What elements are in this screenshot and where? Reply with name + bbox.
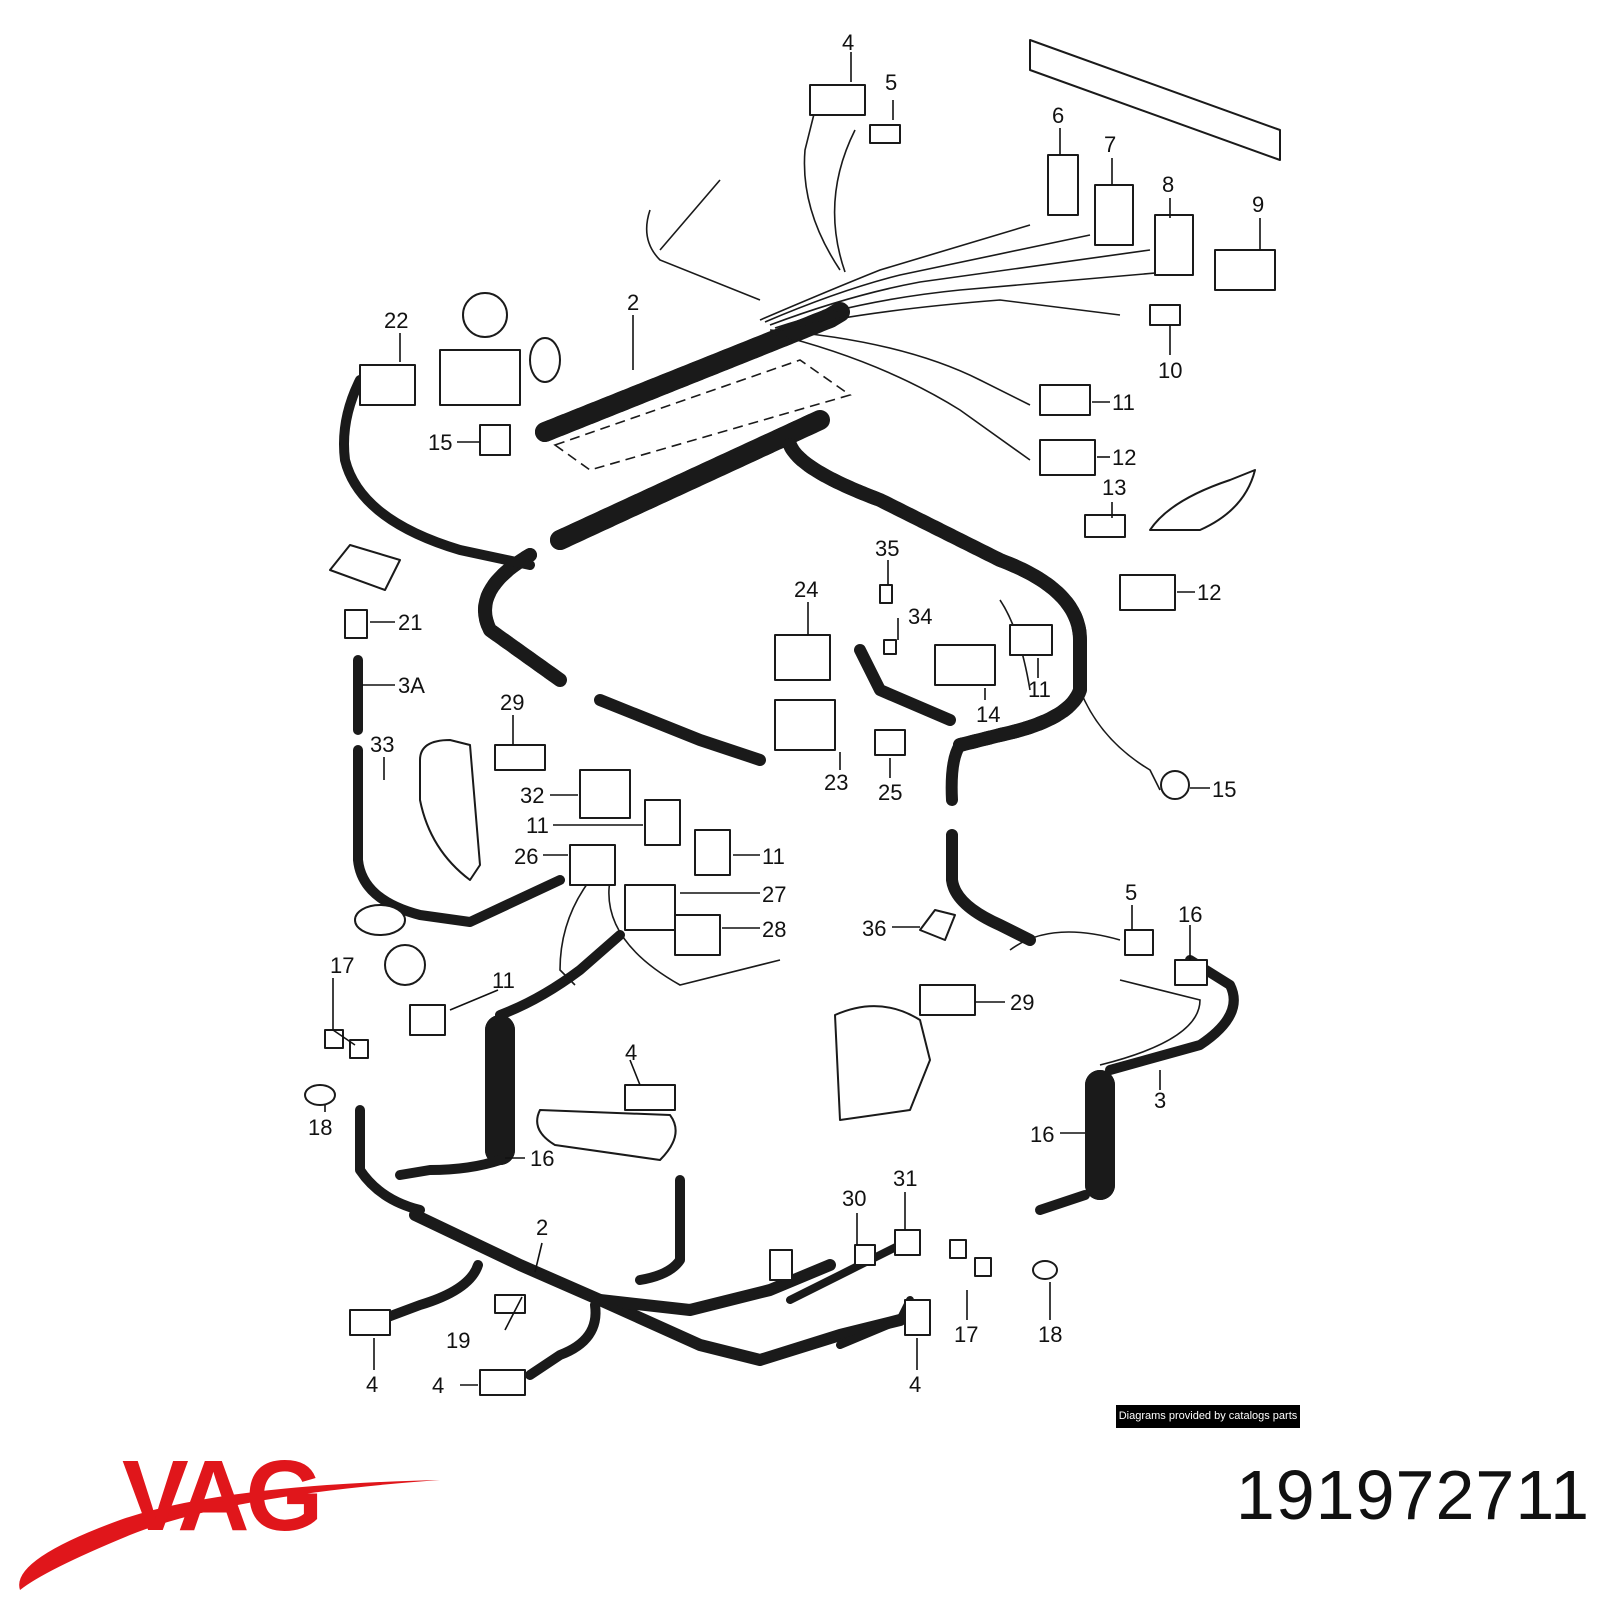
callout-36: 36 [862,916,886,941]
callout-24: 24 [794,577,818,602]
callout-19: 19 [446,1328,470,1353]
callout-12-lower: 12 [1197,580,1221,605]
vag-logo-text: VAG [122,1440,319,1552]
callout-35: 35 [875,536,899,561]
callout-11-mid: 11 [526,813,549,838]
part-number: 191972711 [1235,1456,1590,1534]
diagram-credit-badge: Diagrams provided by catalogs parts [1116,1405,1300,1428]
callout-4-mid: 4 [625,1040,637,1065]
callout-27: 27 [762,882,786,907]
callout-3: 3 [1154,1088,1166,1113]
callout-33: 33 [370,732,394,757]
main-harness [478,302,1087,946]
callout-14: 14 [976,702,1000,727]
callout-32: 32 [520,783,544,808]
top-wire-bundle [645,109,1191,461]
callout-34: 34 [908,604,932,629]
callout-30: 30 [842,1186,866,1211]
harness-3a [339,375,565,927]
callout-2: 2 [536,1215,548,1240]
callout-25: 25 [878,780,902,805]
vag-logo: VAG [19,1440,441,1590]
callout-4-lower-left: 4 [366,1372,378,1397]
callout-18-right: 17 [954,1322,978,1347]
callout-15-right: 15 [1212,777,1236,802]
callout-11-lower: 11 [492,968,515,993]
callout-29-left: 29 [500,690,524,715]
callout-3a: 3A [398,673,425,698]
corrugated-tube-left [395,930,625,1180]
callout-18-left: 17 [330,953,354,978]
callout-17-right: 16 [1030,1122,1054,1147]
callout-4-lower-right: 4 [909,1372,921,1397]
callout-11-right: 11 [1028,677,1051,702]
callout-21: 21 [398,610,422,635]
callout-20-right: 18 [1038,1322,1062,1347]
callout-26: 26 [514,844,538,869]
callout-10: 10 [1158,358,1182,383]
callout-20-left: 18 [308,1115,332,1140]
callout-5-top: 5 [885,70,897,95]
callout-13: 13 [1102,475,1126,500]
connector-4-top [809,84,866,116]
callout-28: 28 [762,917,786,942]
callout-23: 23 [824,770,848,795]
callout-4-top: 4 [842,30,854,55]
callout-22: 22 [384,308,408,333]
callout-11-upper: 11 [1112,390,1135,415]
callout-8: 8 [1162,172,1174,197]
callout-7: 7 [1104,132,1116,157]
callout-12-upper: 12 [1112,445,1136,470]
corrugated-tube-right [1009,931,1239,1215]
leader-lines [324,52,1261,1386]
callout-labels: 4 5 6 7 8 9 10 11 12 13 12 2 22 15 15 21… [308,30,1264,1398]
callout-15-left: 15 [428,430,452,455]
callout-5-right: 5 [1125,880,1137,905]
harness-2 [355,1105,906,1380]
callout-11-mid-right: 11 [762,844,785,869]
callout-17-left: 16 [530,1146,554,1171]
components [304,39,1281,1396]
callout-16: 16 [1178,902,1202,927]
callout-31: 31 [893,1166,917,1191]
callout-4-lower-mid: 4 [432,1373,444,1398]
callout-1: 2 [627,290,639,315]
callout-9: 9 [1252,192,1264,217]
callout-6: 6 [1052,103,1064,128]
callout-29-right: 29 [1010,990,1034,1015]
